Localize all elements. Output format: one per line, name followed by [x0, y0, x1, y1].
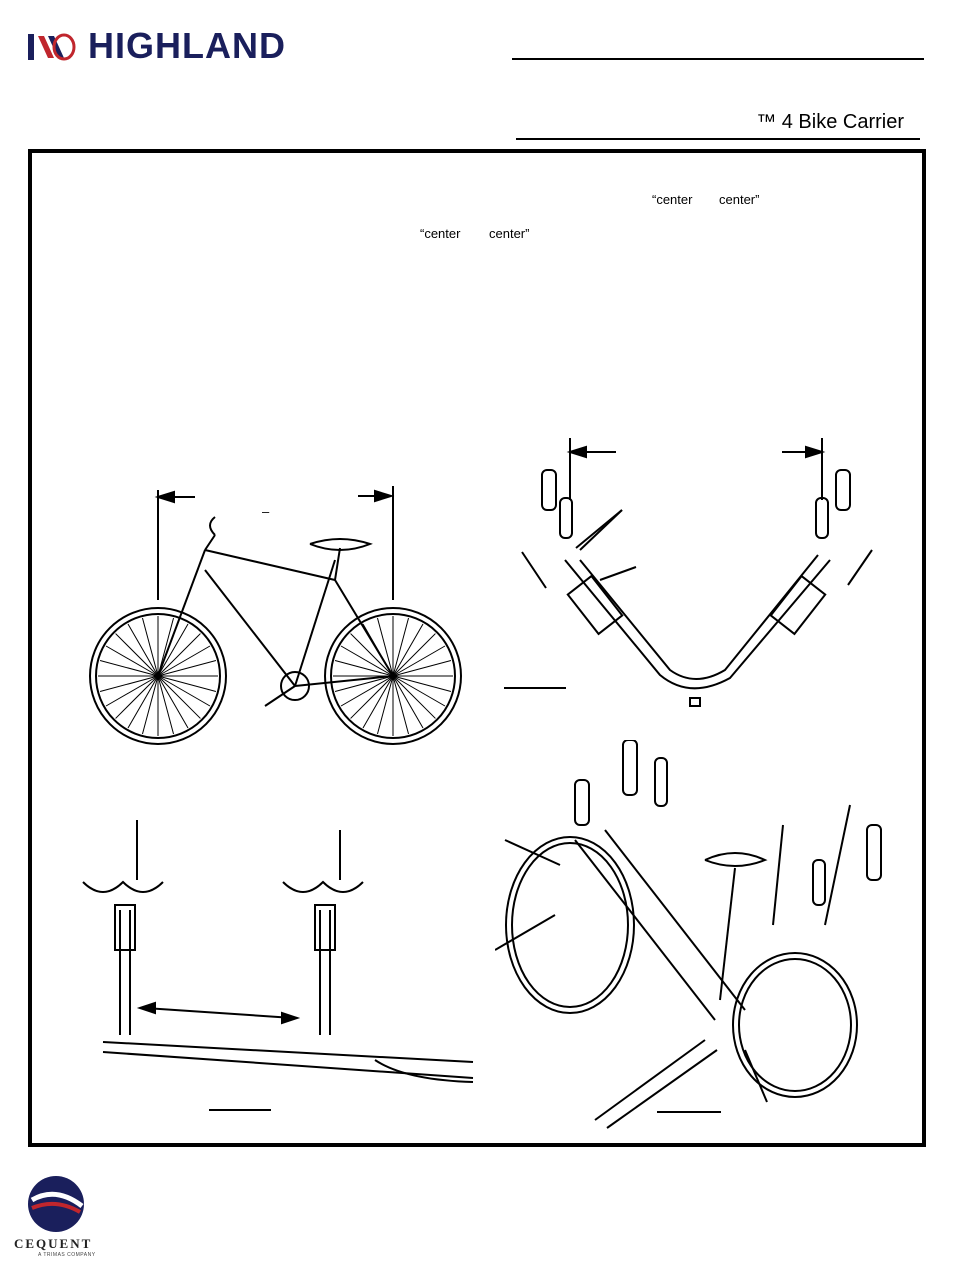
wheel-spoke: [157, 617, 175, 677]
instruction-frame: [28, 149, 926, 1147]
wheel-spoke: [157, 675, 189, 729]
product-title: ™ 4 Bike Carrier: [756, 111, 904, 133]
wheel-spoke: [362, 675, 394, 729]
wheel-spoke: [141, 617, 159, 677]
wheel-spoke: [392, 675, 452, 693]
cequent-logo-icon: [28, 1176, 84, 1232]
wheel-spoke: [105, 645, 159, 677]
wheel-spoke: [392, 633, 436, 677]
wheel-spoke: [340, 675, 394, 707]
wheel-spoke: [392, 675, 436, 719]
wheel-spoke: [157, 645, 211, 677]
footer-company: CEQUENT: [14, 1236, 93, 1251]
wheel-spoke: [141, 675, 159, 735]
wheel-spoke: [392, 623, 424, 677]
brand-wordmark: HIGHLAND: [88, 25, 286, 66]
wheel-spoke: [334, 659, 394, 677]
wheel-spoke: [376, 675, 394, 735]
wheel-spoke: [157, 675, 217, 693]
wheel-spoke: [157, 633, 201, 677]
wheel-spoke: [157, 675, 201, 719]
wheel-spoke: [362, 623, 394, 677]
wheel-spoke: [392, 675, 446, 707]
wheel-spoke: [376, 617, 394, 677]
footer-tagline: A TRIMAS COMPANY: [38, 1252, 96, 1258]
wheel-spoke: [392, 617, 410, 677]
loaded-bike-diagram: [495, 740, 882, 1129]
wheel-spoke: [99, 675, 159, 693]
quote-center-1b: center”: [719, 192, 760, 207]
wheel-spoke: [127, 675, 159, 729]
wheel-spoke: [157, 675, 175, 735]
wheel-spoke: [350, 675, 394, 719]
wheel-spoke: [157, 675, 211, 707]
wheel-spoke: [105, 675, 159, 707]
wheel-spoke: [340, 645, 394, 677]
carrier-side-diagram: [82, 820, 474, 1111]
wheel-spoke: [392, 675, 424, 729]
quote-center-2a: “center: [420, 226, 461, 241]
highland-emblem-icon: [28, 33, 76, 61]
wheel-spoke: [334, 675, 394, 693]
wheel-spoke: [392, 675, 410, 735]
bicycle-diagram: [89, 486, 462, 745]
header-rule-top: [512, 58, 924, 60]
quote-center-1a: “center: [652, 192, 693, 207]
wheel-spoke: [350, 633, 394, 677]
header-rule-bottom: [516, 138, 920, 140]
wheel-spoke: [157, 659, 217, 677]
carrier-arms-diagram: [504, 438, 873, 707]
quote-center-2b: center”: [489, 226, 530, 241]
wheel-spoke: [99, 659, 159, 677]
wheel-spoke: [115, 675, 159, 719]
dimension-dash: –: [262, 504, 270, 519]
wheel-spoke: [127, 623, 159, 677]
wheel-spoke: [157, 623, 189, 677]
wheel-spoke: [392, 659, 452, 677]
highland-logo: [26, 28, 386, 68]
wheel-spoke: [115, 633, 159, 677]
wheel-spoke: [392, 645, 446, 677]
